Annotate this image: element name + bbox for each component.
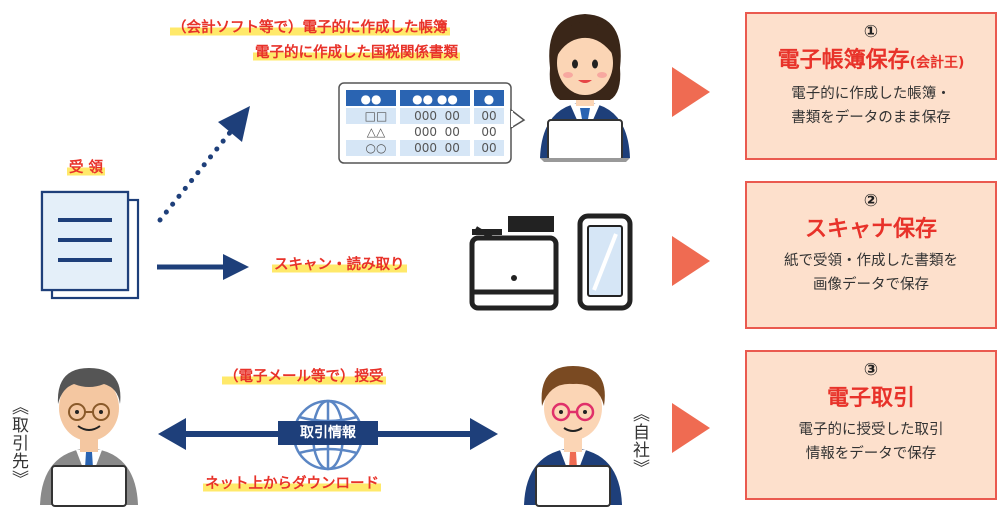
partner-man-icon <box>40 368 138 507</box>
partner-label: 《取引先》 <box>8 398 28 488</box>
arrow-to-panel-1 <box>672 67 710 117</box>
panel-scanner-storage: ② スキャナ保存 紙で受領・作成した書類を画像データで保存 <box>745 181 997 329</box>
arrow-to-panel-3 <box>672 403 710 453</box>
panel-electronic-books: ① 電子帳簿保存(会計王) 電子的に作成した帳簿・書類をデータのまま保存 <box>745 12 997 160</box>
printer-icon <box>469 216 559 311</box>
top-caption-line1: （会計ソフト等で）電子的に作成した帳簿 <box>170 19 450 37</box>
svg-text:●● ●●: ●● ●● <box>412 92 458 106</box>
arrow-to-panel-2 <box>672 236 710 286</box>
email-caption: （電子メール等で）授受 <box>222 368 386 386</box>
panel-1-desc: 電子的に作成した帳簿・書類をデータのまま保存 <box>791 86 951 126</box>
scan-arrow-icon <box>157 254 249 280</box>
panel-2-number: ② <box>863 191 879 211</box>
panel-3-title: 電子取引 <box>826 386 915 411</box>
transaction-info-label: 取引情報 <box>278 421 378 445</box>
data-table-bubble: ●● ●● ●● ● <box>338 82 526 164</box>
panel-3-desc: 電子的に授受した取引情報をデータで保存 <box>798 422 944 462</box>
scan-label: スキャン・読み取り <box>272 256 407 274</box>
download-caption: ネット上からダウンロード <box>203 475 381 493</box>
top-caption-line2: 電子的に作成した国税関係書類 <box>253 44 460 62</box>
own-company-man-icon <box>524 366 622 507</box>
smartphone-icon <box>577 213 633 311</box>
dotted-arrow-icon <box>157 106 250 223</box>
panel-1-title: 電子帳簿保存(会計王) <box>777 48 965 73</box>
woman-with-laptop-icon <box>540 14 630 162</box>
received-label: 受 領 <box>67 159 106 177</box>
own-company-label: 《自社》 <box>629 405 649 477</box>
panel-electronic-transaction: ③ 電子取引 電子的に授受した取引情報をデータで保存 <box>745 350 997 500</box>
panel-2-desc: 紙で受領・作成した書類を画像データで保存 <box>784 253 958 293</box>
document-stack-icon <box>40 190 140 300</box>
svg-text:●●: ●● <box>361 92 382 106</box>
svg-text:●: ● <box>484 92 494 106</box>
panel-1-number: ① <box>863 22 879 42</box>
panel-2-title: スキャナ保存 <box>804 217 937 242</box>
panel-3-number: ③ <box>863 360 879 380</box>
